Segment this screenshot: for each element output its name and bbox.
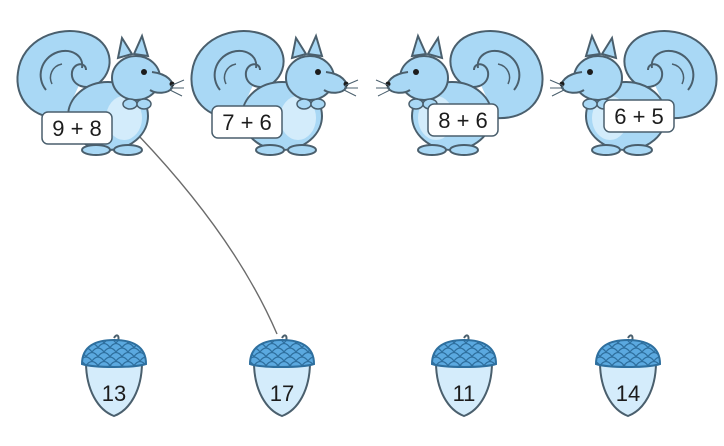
expression-label-box xyxy=(603,99,675,133)
acorn-value: 13 xyxy=(102,381,126,406)
expression-label: 8 + 6 xyxy=(438,108,488,133)
expression-label-box xyxy=(41,111,113,145)
acorn-value: 17 xyxy=(270,381,294,406)
acorn-value: 14 xyxy=(616,381,640,406)
acorn-1[interactable]: 13 xyxy=(81,334,147,417)
squirrel-3[interactable]: 8 + 6 xyxy=(375,30,544,157)
squirrel-1[interactable]: 9 + 8 xyxy=(16,30,185,157)
acorn-4[interactable]: 14 xyxy=(595,334,661,417)
expression-label-box xyxy=(211,105,283,139)
acorn-value: 11 xyxy=(453,381,476,406)
acorn-3[interactable]: 11 xyxy=(431,334,497,417)
squirrel-4[interactable]: 6 + 5 xyxy=(549,30,718,157)
squirrel-2[interactable]: 7 + 6 xyxy=(190,30,359,157)
expression-label: 6 + 5 xyxy=(614,104,664,129)
expression-label: 7 + 6 xyxy=(222,110,272,135)
acorn-2[interactable]: 17 xyxy=(249,334,315,417)
expression-label: 9 + 8 xyxy=(52,116,102,141)
answer-line xyxy=(138,135,278,335)
expression-label-box xyxy=(427,103,499,137)
squirrel-icon xyxy=(549,30,718,157)
